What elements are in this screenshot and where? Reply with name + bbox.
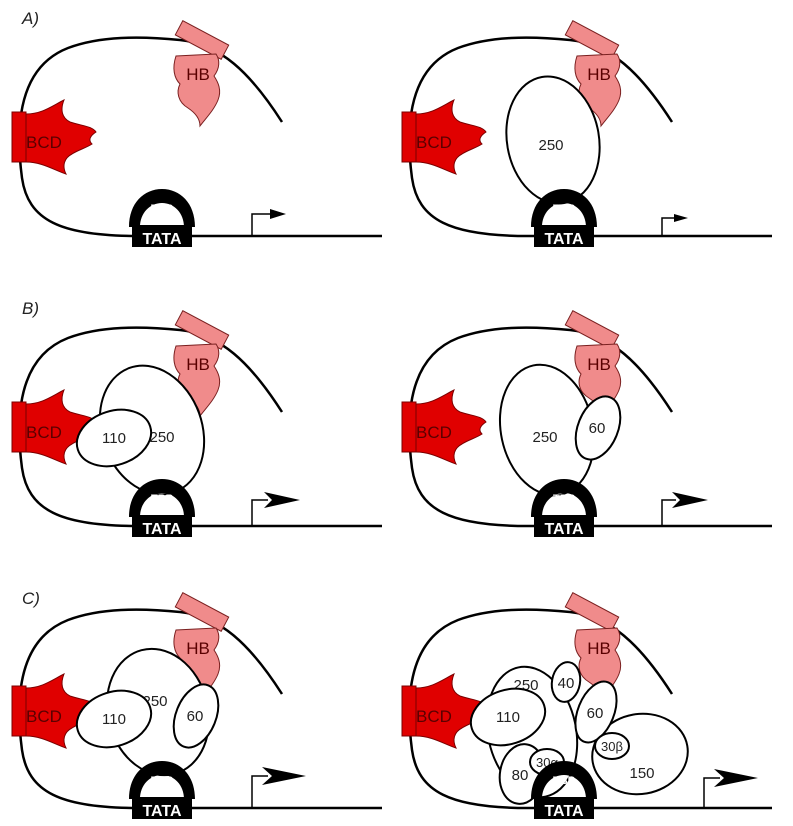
panel-a-left: A) BCD HB TBP TATA: [12, 9, 382, 248]
taf-250-label: 250: [149, 429, 174, 446]
taf-250-label: 250: [532, 429, 557, 446]
taf-60-label: 60: [187, 708, 204, 725]
panel-c-left: C) BCD HB 250 110 60 TBP TATA: [12, 589, 382, 820]
tata-label: TATA: [142, 231, 182, 248]
hb-label: HB: [186, 639, 210, 658]
taf-110-label: 110: [102, 711, 126, 728]
panel-b-label: B): [22, 299, 39, 318]
hb-label: HB: [186, 355, 210, 374]
taf-250-label: 250: [538, 137, 563, 154]
tata-label: TATA: [544, 231, 584, 248]
hb-label: HB: [186, 65, 210, 84]
transcription-start-arrow: [662, 500, 676, 526]
taf-150-label: 150: [629, 765, 654, 782]
tbp-label: TBP: [553, 203, 575, 215]
panel-a-right: BCD HB 250 TBP TATA: [402, 21, 772, 248]
taf-40-label: 40: [558, 675, 575, 692]
tbp-label: TBP: [553, 493, 575, 505]
taf-60-label: 60: [589, 420, 606, 437]
transcription-start-arrow: [704, 778, 720, 808]
panel-a-label: A): [21, 9, 39, 28]
hb-label: HB: [587, 355, 611, 374]
bcd-label: BCD: [416, 707, 452, 726]
taf-60-label: 60: [587, 705, 604, 722]
bcd-label: BCD: [26, 423, 62, 442]
panel-c-right: BCD HB 150 250 80 110 40 60 30α 30β TBP …: [402, 593, 772, 820]
tbp-label: TBP: [151, 203, 173, 215]
bcd-label: BCD: [26, 133, 62, 152]
taf-30b-label: 30β: [601, 739, 623, 754]
bcd-label: BCD: [26, 707, 62, 726]
transcription-start-arrow: [252, 214, 272, 236]
tata-label: TATA: [544, 521, 584, 538]
taf-80-label: 80: [512, 767, 529, 784]
tata-label: TATA: [544, 803, 584, 820]
transcription-start-arrow: [662, 218, 676, 236]
taf-110-label: 110: [102, 430, 126, 447]
hb-label: HB: [587, 639, 611, 658]
transcription-start-arrow: [252, 776, 268, 808]
tbp-label: TBP: [151, 493, 173, 505]
taf-110-label: 110: [496, 709, 520, 726]
tbp-label: TBP: [553, 775, 575, 787]
tata-label: TATA: [142, 521, 182, 538]
transcription-start-arrow: [252, 500, 268, 526]
bcd-label: BCD: [416, 133, 452, 152]
tbp-label: TBP: [151, 775, 173, 787]
panel-b-right: BCD HB 250 60 TBP TATA: [402, 311, 772, 538]
bcd-label: BCD: [416, 423, 452, 442]
panel-c-label: C): [22, 589, 40, 608]
tata-label: TATA: [142, 803, 182, 820]
panel-b-left: B) BCD HB 250 110 TBP TATA: [12, 299, 382, 538]
hb-label: HB: [587, 65, 611, 84]
